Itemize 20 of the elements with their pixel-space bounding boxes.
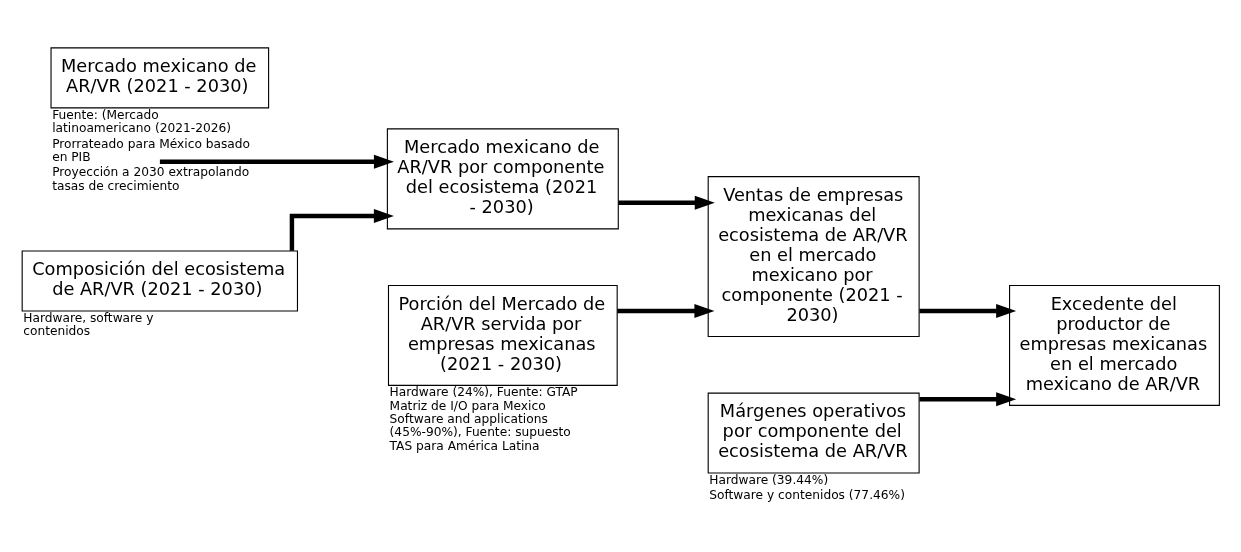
node-box: Mercado mexicano de AR/VR por componente del ecosistema (2021 - 2030) (386, 128, 619, 230)
node-label: Fuente: (Mercado latinoamericano (2021-2026) (52, 107, 231, 136)
arrow (919, 392, 1017, 407)
node-label: Hardware, software y contenidos (23, 310, 154, 339)
arrow (159, 154, 394, 169)
node-box: Excedente del productor de empresas mexicanas en el mercado mexicano de AR/VR (1009, 284, 1220, 406)
node-label: Prorrateado para México basado en PIB (52, 136, 251, 164)
arrow (289, 209, 394, 251)
node-box: Composición del ecosistema de AR/VR (2021 - 2030) (21, 250, 299, 312)
node-box: Ventas de empresas mexicanas del ecosistema de AR/VR en el mercado mexicano por componente (2021 - 2030) (707, 176, 920, 338)
node-box: Porción del Mercado de AR/VR servida por empresas mexicanas (2021 - 2030) (387, 284, 618, 386)
node-label: Hardware (39.44%) (709, 472, 829, 487)
node-label: Hardware (24%), Fuente: GTAP Matriz de I/O para Mexico Software and applications (45%-90%), Fuente: supuesto TAS para América Latina (389, 385, 578, 453)
node-label: Proyección a 2030 extrapolando tasas de crecimiento (52, 165, 250, 193)
node-box: Márgenes operativos por componente del ecosistema de AR/VR (707, 392, 920, 474)
node-label: Software y contenidos (77.46%) (709, 488, 905, 503)
arrow (919, 303, 1017, 318)
arrow (618, 195, 715, 210)
arrow (617, 303, 715, 318)
node-box: Mercado mexicano de AR/VR (2021 - 2030) (50, 47, 270, 109)
